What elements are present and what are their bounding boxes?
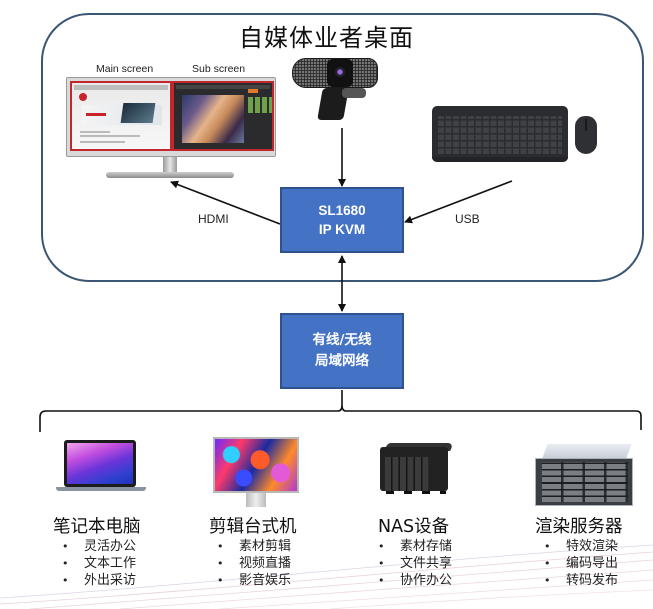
list-item: •素材存储 <box>378 539 453 554</box>
main-screen <box>70 81 172 151</box>
feature-list-nas: •素材存储 •文件共享 •协作办公 <box>378 538 452 589</box>
sub-screen <box>172 81 274 151</box>
kvm-model: SL1680 <box>318 203 366 218</box>
mouse-icon <box>575 116 597 154</box>
list-item: •视频直播 <box>217 556 292 571</box>
network-line-1: 有线/无线 <box>312 332 372 348</box>
laptop-icon <box>56 440 146 492</box>
list-item: •特效渲染 <box>544 539 619 554</box>
list-item: •影音娱乐 <box>217 573 292 588</box>
sub-screen-label: Sub screen <box>192 63 246 75</box>
list-item: •外出采访 <box>62 573 137 588</box>
desktop-title: 自媒体业者桌面 <box>239 24 414 52</box>
list-item: •灵活办公 <box>62 539 137 554</box>
hdmi-label: HDMI <box>198 212 229 226</box>
dual-screen-monitor-icon <box>66 77 276 183</box>
desktop-display-icon <box>213 437 299 507</box>
list-item: •编码导出 <box>544 556 619 571</box>
device-title-server: 渲染服务器 <box>535 517 623 537</box>
device-title-desktop: 剪辑台式机 <box>209 517 297 537</box>
kvm-box: SL1680 IP KVM <box>280 187 404 253</box>
keyboard-icon <box>432 106 568 162</box>
nas-icon <box>380 443 454 497</box>
list-item: •文本工作 <box>62 556 137 571</box>
list-item: •转码发布 <box>544 573 619 588</box>
list-item: •协作办公 <box>378 573 453 588</box>
main-screen-label: Main screen <box>96 63 154 75</box>
usb-label: USB <box>455 212 480 226</box>
network-box: 有线/无线 局域网络 <box>280 313 404 389</box>
network-line-2: 局域网络 <box>315 353 369 369</box>
list-item: •素材剪辑 <box>217 539 292 554</box>
device-title-nas: NAS设备 <box>378 517 450 537</box>
list-item: •文件共享 <box>378 556 453 571</box>
device-title-laptop: 笔记本电脑 <box>53 517 141 537</box>
feature-list-laptop: •灵活办公 •文本工作 •外出采访 <box>62 538 136 589</box>
feature-list-desktop: •素材剪辑 •视频直播 •影音娱乐 <box>217 538 291 589</box>
feature-list-server: •特效渲染 •编码导出 •转码发布 <box>544 538 618 589</box>
rack-server-icon <box>535 444 633 506</box>
kvm-type: IP KVM <box>318 222 366 237</box>
webcam-icon <box>292 58 378 122</box>
